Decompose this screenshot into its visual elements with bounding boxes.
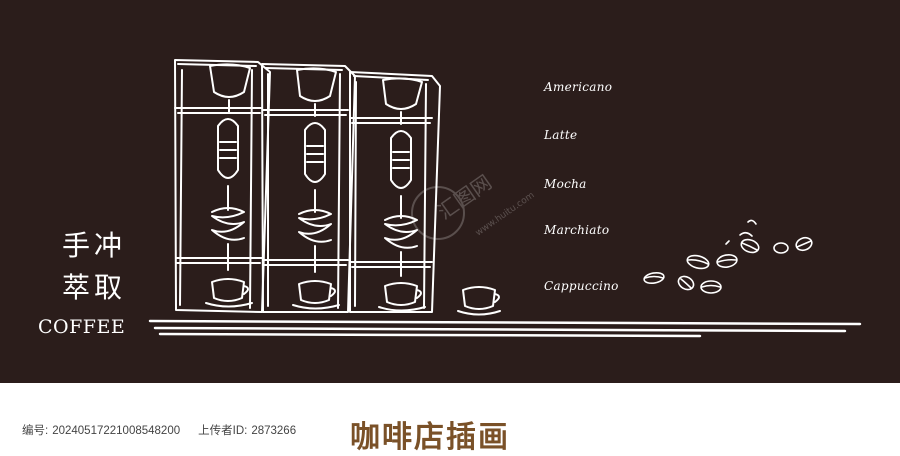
id-label: 编号:: [22, 425, 49, 437]
title-en: COFFEE: [38, 316, 126, 338]
menu-item-cappuccino: Cappuccino: [544, 279, 619, 293]
title-cn-line2: 萃取: [62, 271, 127, 304]
menu-item-mocha: Mocha: [544, 177, 587, 191]
menu-item-americano: Americano: [544, 80, 613, 94]
coffee-beans: [643, 219, 813, 294]
uploader-value: 2873266: [251, 425, 297, 437]
image-meta: 编号:20240517221008548200 上传者ID:2873266: [22, 422, 300, 438]
title-cn-line1: 手冲: [62, 229, 127, 262]
footer-bar: [0, 383, 900, 455]
drip-tower-2: [261, 63, 356, 313]
watermark-logo: 汇图网 www.huitu.com: [411, 170, 537, 240]
coffee-cup-icon: [457, 286, 501, 316]
menu-item-marchiato: Marchiato: [544, 223, 610, 237]
uploader-label: 上传者ID:: [198, 425, 248, 437]
coffee-drip-drawing: 汇图网 www.huitu.com: [148, 59, 862, 338]
drip-tower-1: [174, 59, 271, 313]
chalkboard-illustration: 汇图网 www.huitu.com 手冲 萃取 COFFEE Americano…: [0, 0, 900, 383]
menu-item-latte: Latte: [544, 128, 578, 142]
id-value: 20240517221008548200: [52, 425, 181, 437]
drip-tower-3: [349, 71, 441, 313]
footer-title: 咖啡店插画: [350, 420, 510, 455]
